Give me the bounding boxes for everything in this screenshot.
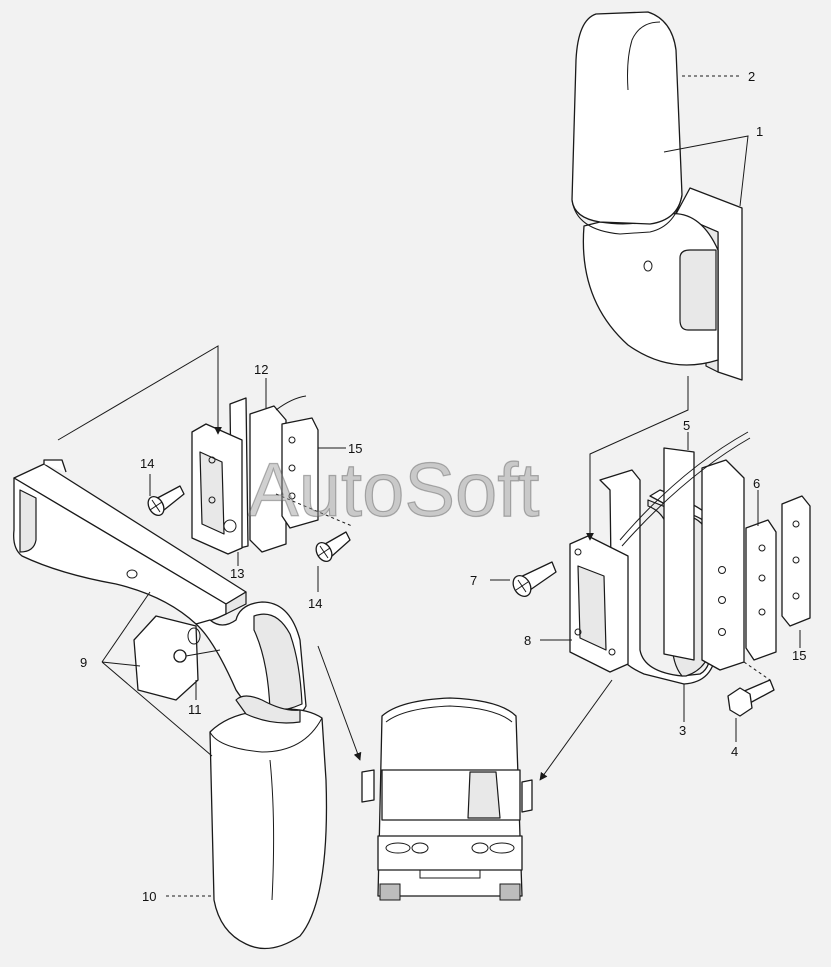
block-hole [574, 548, 582, 556]
mirror-head-10-rim [209, 717, 323, 753]
arrow-to-block-8 [586, 376, 689, 541]
bus-roof-line [385, 705, 513, 723]
mount-block-13-face [199, 451, 225, 535]
plate-hole [758, 574, 766, 582]
callout-15-left: 15 [348, 441, 362, 456]
arrow-right-to-bus [539, 679, 613, 781]
leader-1 [663, 135, 749, 207]
callout-12: 12 [254, 362, 268, 377]
block-hole [223, 519, 237, 533]
plate-hole [718, 628, 726, 636]
headlight-right-2 [471, 842, 489, 854]
plate-hole [758, 544, 766, 552]
callout-4: 4 [731, 744, 738, 759]
mirror-head-10-highlight [269, 759, 275, 901]
cable [619, 431, 749, 541]
arm-hole [126, 569, 138, 579]
bolt-4-head [727, 687, 753, 717]
leader-9 [101, 591, 213, 757]
leader-lines [57, 75, 801, 897]
bus-wheel-left [379, 883, 401, 901]
block-hole [208, 456, 216, 464]
arm-end-face [225, 591, 247, 615]
callout-10: 10 [142, 889, 156, 904]
callout-14-upper: 14 [140, 456, 154, 471]
callout-6: 6 [753, 476, 760, 491]
left-mirror-assembly [13, 459, 328, 950]
callout-8: 8 [524, 633, 531, 648]
callout-labels: 2 1 5 6 7 8 15 3 4 12 15 14 13 14 9 11 1… [80, 69, 806, 904]
plate-6 [745, 519, 777, 661]
headlight-left-2 [411, 842, 429, 854]
arrow-left-to-bus [317, 645, 362, 761]
upper-right-mirror-assembly [571, 11, 743, 381]
plate-hole [288, 436, 296, 444]
screw-14b-slot [317, 545, 331, 559]
cable-left [275, 395, 307, 411]
plate-hole [758, 608, 766, 616]
callout-14-lower: 14 [308, 596, 322, 611]
bus-front-view [361, 697, 533, 901]
headlight-right [489, 842, 515, 854]
watermark: AutoSoft [248, 448, 540, 533]
arrow-to-block-13 [57, 345, 222, 441]
callout-3: 3 [679, 723, 686, 738]
bus-mirror-right [521, 779, 533, 813]
cable-edge [621, 437, 751, 547]
block-hole [574, 628, 582, 636]
connector-wire [185, 649, 221, 657]
bus-grille [419, 869, 481, 879]
callout-2: 2 [748, 69, 755, 84]
plate-5 [663, 447, 695, 661]
plate-hole [288, 492, 296, 500]
arm-end-slot [19, 489, 37, 553]
plate-holed [701, 459, 745, 671]
plate-15-left [281, 417, 319, 529]
plate-15-right [781, 495, 811, 627]
mirror-head [571, 11, 683, 225]
mirror-glass-highlight [627, 21, 661, 91]
bus-driver-seat [467, 771, 501, 819]
screw-7-slot [515, 579, 529, 593]
mirror-10-mount [235, 695, 301, 724]
plate-hole [718, 566, 726, 574]
mirror-arm-pad [679, 249, 717, 331]
headlight-left [385, 842, 411, 854]
plate-hole [792, 556, 800, 564]
block-hole [608, 648, 616, 656]
callout-15-right: 15 [792, 648, 806, 663]
arm-hole [643, 260, 653, 272]
arm-end-tab [43, 459, 67, 473]
callout-9: 9 [80, 655, 87, 670]
plate-hole [288, 464, 296, 472]
plate-12 [249, 405, 287, 553]
screw-path [275, 493, 353, 527]
callout-13: 13 [230, 566, 244, 581]
mirror-head-rim [571, 194, 683, 235]
bus-wheel-right [499, 883, 521, 901]
callout-7: 7 [470, 573, 477, 588]
screw-14a-slot [149, 499, 163, 513]
left-bracket-assembly [147, 395, 353, 562]
block-hole [208, 496, 216, 504]
bolt-path [743, 661, 771, 681]
base-plate-hole [187, 627, 201, 645]
callout-1: 1 [756, 124, 763, 139]
plate-hole [792, 520, 800, 528]
arm-curve-inner [253, 613, 303, 711]
right-bracket-assembly [512, 431, 811, 717]
callout-5: 5 [683, 418, 690, 433]
mount-block-face [577, 565, 607, 651]
plate-hole [792, 592, 800, 600]
callout-11: 11 [188, 702, 202, 717]
plate-hole [718, 596, 726, 604]
connector-11 [173, 649, 187, 663]
bus-mirror-left [361, 769, 375, 803]
base-plate-9 [133, 615, 199, 701]
